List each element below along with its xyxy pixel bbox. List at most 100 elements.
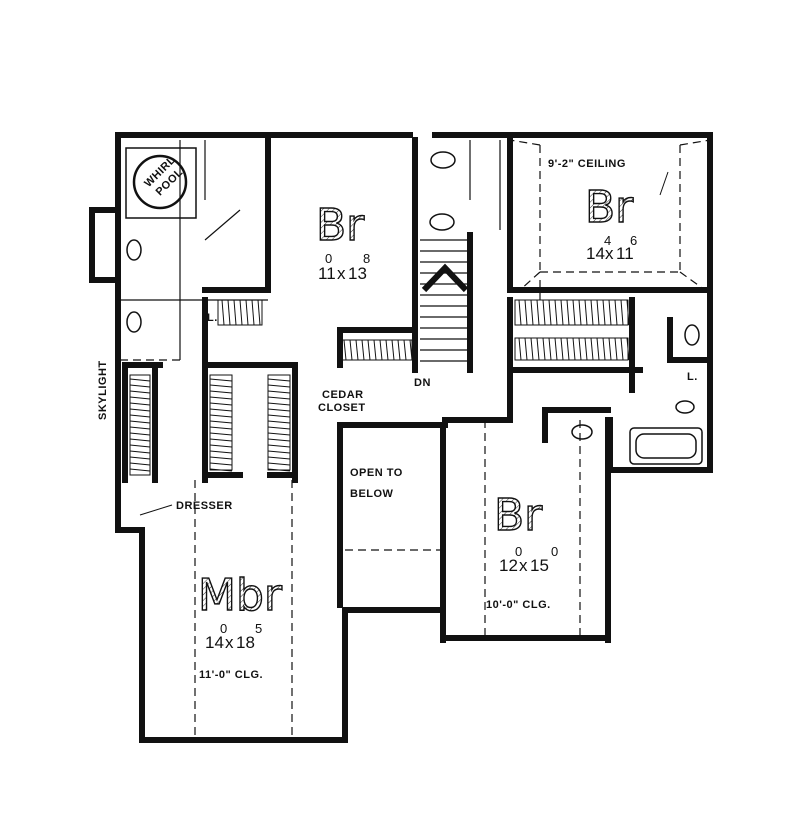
- hanger: [554, 337, 558, 361]
- hanger: [129, 462, 151, 466]
- hanger: [267, 402, 291, 406]
- room-name: Mbr: [198, 570, 283, 621]
- hanger: [267, 420, 291, 424]
- hanger: [536, 337, 540, 361]
- hanger: [518, 299, 522, 326]
- hanger: [361, 339, 365, 361]
- ceiling-lines: [120, 139, 711, 740]
- hanger: [566, 299, 570, 326]
- closet-shelving: [129, 299, 630, 476]
- whirlpool-tub: WHIRL POOL: [125, 147, 197, 219]
- hanger: [391, 339, 395, 361]
- room-length: 11: [616, 244, 634, 263]
- room-length-inches: 6: [630, 233, 637, 248]
- room-master-bedroom: Mbr 0 5 14 x 18 11'-0" CLG.: [197, 569, 283, 681]
- ceiling-line: [509, 139, 541, 146]
- hanger: [209, 456, 233, 460]
- svg-text:x: x: [337, 264, 346, 283]
- hanger: [403, 339, 407, 361]
- stairs: [420, 239, 468, 362]
- hanger: [542, 299, 546, 326]
- hanger: [267, 432, 291, 436]
- room-name: Br: [316, 200, 365, 251]
- hanger: [129, 384, 151, 388]
- room-width: 14: [586, 244, 605, 263]
- hanger: [343, 339, 347, 361]
- hanger: [267, 456, 291, 460]
- hanger: [367, 339, 371, 361]
- hanger: [590, 337, 594, 361]
- room-width: 12: [499, 556, 518, 575]
- hanger: [209, 426, 233, 430]
- hanger: [608, 337, 612, 361]
- room-length: 15: [530, 556, 549, 575]
- svg-text:x: x: [519, 556, 528, 575]
- wall-line: [204, 209, 241, 241]
- hanger: [233, 299, 237, 326]
- hanger: [626, 299, 630, 326]
- hanger: [129, 432, 151, 436]
- hanger: [397, 339, 401, 361]
- hanger: [239, 299, 243, 326]
- hanger: [129, 378, 151, 382]
- hanger: [257, 299, 261, 326]
- hanger: [209, 408, 233, 412]
- hanger: [227, 299, 231, 326]
- hanger: [209, 384, 233, 388]
- ceiling-line: [519, 271, 541, 291]
- room-bedroom-1: Br 0 8 11 x 13: [315, 199, 370, 283]
- cedar-closet-label: CEDAR: [322, 389, 364, 401]
- hanger: [578, 299, 582, 326]
- hanger: [554, 299, 558, 326]
- room-width-inches: 0: [220, 621, 227, 636]
- hanger: [584, 337, 588, 361]
- hanger: [129, 390, 151, 394]
- hanger: [209, 432, 233, 436]
- hanger: [209, 390, 233, 394]
- hanger: [209, 420, 233, 424]
- hanger: [614, 337, 618, 361]
- hanger: [267, 378, 291, 382]
- hanger: [566, 337, 570, 361]
- hanger: [209, 378, 233, 382]
- hanger: [129, 408, 151, 412]
- hanger: [608, 299, 612, 326]
- hanger: [209, 450, 233, 454]
- hanger: [251, 299, 255, 326]
- room-length: 13: [348, 264, 367, 283]
- hanger: [530, 337, 534, 361]
- ceiling-label: 11'-0" CLG.: [199, 669, 263, 681]
- room-bedroom-3: Br 0 0 12 x 15 10'-0" CLG.: [486, 489, 558, 611]
- hanger: [524, 337, 528, 361]
- hanger: [542, 337, 546, 361]
- hanger: [129, 402, 151, 406]
- hanger: [578, 337, 582, 361]
- hanger: [267, 426, 291, 430]
- open-to-below-label: BELOW: [350, 488, 394, 500]
- hanger: [355, 339, 359, 361]
- hanger: [548, 299, 552, 326]
- hanger: [620, 299, 624, 326]
- ceiling-line: [679, 271, 706, 291]
- open-to-below-label: OPEN TO: [350, 467, 403, 479]
- hanger: [129, 438, 151, 442]
- leader-arrow: [139, 504, 173, 516]
- hanger: [267, 408, 291, 412]
- hanger: [209, 462, 233, 466]
- hanger: [596, 337, 600, 361]
- stair-down-label: DN: [414, 377, 431, 389]
- ceiling-label: 9'-2" CEILING: [548, 158, 626, 170]
- hanger: [409, 339, 413, 361]
- hanger: [209, 414, 233, 418]
- hanger: [602, 299, 606, 326]
- fixtures: [126, 151, 703, 465]
- hanger: [209, 468, 233, 472]
- ceiling-line: [679, 139, 711, 146]
- svg-text:x: x: [605, 244, 614, 263]
- hanger: [267, 414, 291, 418]
- hanger: [129, 420, 151, 424]
- svg-text:x: x: [225, 633, 234, 652]
- room-bedroom-2: 9'-2" CEILING Br 4 6 14 x 11: [548, 158, 637, 263]
- hanger: [129, 456, 151, 460]
